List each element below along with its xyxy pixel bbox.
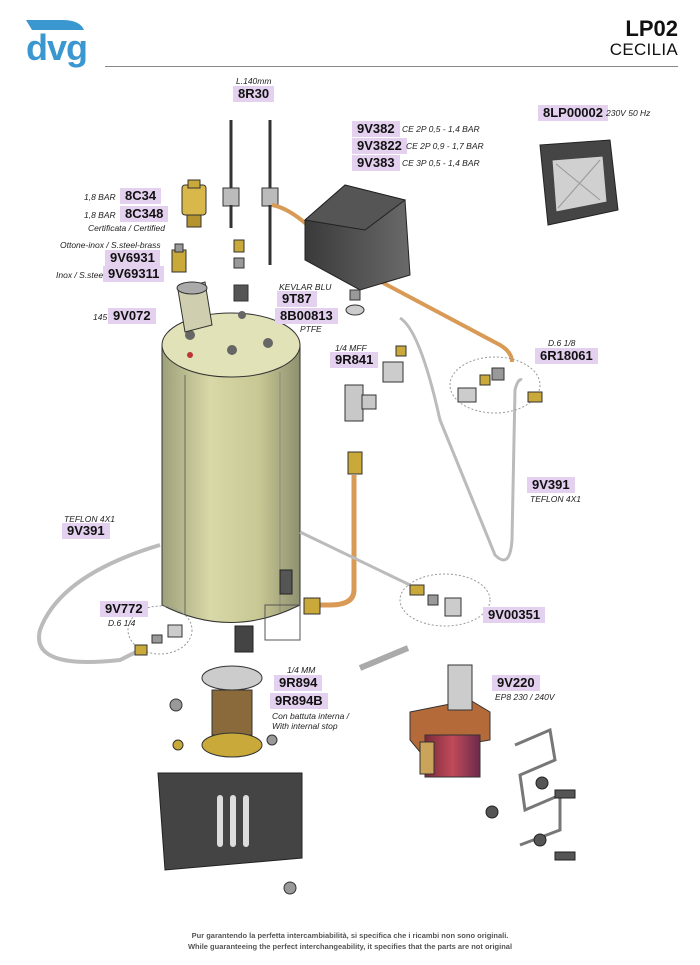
part-note: KEVLAR BLU (279, 282, 332, 292)
part-note: L.140mm (236, 76, 272, 86)
part-code-9v383[interactable]: 9V383 (352, 155, 400, 171)
part-code-9v391-right[interactable]: 9V391 (527, 477, 575, 493)
part-code-6r18061[interactable]: 6R18061 (535, 348, 598, 364)
pump-drawing (409, 664, 491, 778)
part-code-9v00351[interactable]: 9V00351 (483, 607, 546, 623)
part-code-8c348[interactable]: 8C348 (120, 206, 169, 222)
fittings-6r18061-drawing (457, 367, 543, 403)
part-code-8r30[interactable]: 8R30 (233, 86, 275, 102)
part-note: 1/4 MFF (335, 343, 367, 353)
part-note: Con battuta interna / (272, 711, 350, 721)
fitting-9r841-drawing (344, 345, 407, 475)
part-note: Inox / S.steel (56, 270, 106, 280)
part-note: PTFE (300, 324, 322, 334)
part-note: Certificata / Certified (88, 223, 165, 233)
part-code-9v072[interactable]: 9V072 (108, 308, 156, 324)
dvg-logo-icon (26, 20, 84, 30)
part-code-9v382[interactable]: 9V382 (352, 121, 400, 137)
part-note: 1,8 BAR (84, 210, 116, 220)
part-note: 145° (93, 312, 111, 322)
part-code-9v772[interactable]: 9V772 (100, 601, 148, 617)
part-code-9v220[interactable]: 9V220 (492, 675, 540, 691)
pressure-switch-drawing (303, 184, 411, 316)
brand-logo-text: dvg (26, 27, 88, 68)
part-code-9v3822[interactable]: 9V3822 (352, 138, 407, 154)
teflon-tube-left-drawing (37, 543, 161, 664)
fitting-9r894-drawing (234, 625, 254, 653)
part-note: 1,8 BAR (84, 192, 116, 202)
elbow-145-drawing (176, 281, 213, 333)
model-code: LP02 (625, 16, 678, 41)
part-note: 1/4 MM (287, 665, 316, 675)
teflon-tube-right-drawing (399, 316, 523, 562)
part-code-9v6931[interactable]: 9V6931 (105, 250, 160, 266)
part-note: With internal stop (272, 721, 338, 731)
safety-valve-drawing (181, 179, 207, 228)
level-probes-drawing (222, 120, 279, 302)
disclaimer-it: Pur garantendo la perfetta intercambiabi… (191, 931, 509, 940)
model-header: LP02 CECILIA (610, 18, 678, 60)
fittings-9v00351-drawing (409, 584, 462, 617)
part-code-9r894[interactable]: 9R894 (274, 675, 323, 691)
copper-pipe-lower-drawing (318, 475, 357, 608)
part-code-8c34[interactable]: 8C34 (120, 188, 162, 204)
part-code-8b00813[interactable]: 8B00813 (275, 308, 338, 324)
part-note: CE 2P 0,5 - 1,4 BAR (402, 124, 480, 134)
part-note: D.6 1/4 (108, 618, 136, 628)
part-note: Ottone-inox / S.steel-brass (60, 240, 161, 250)
part-note: EP8 230 / 240V (495, 692, 555, 702)
part-code-9r894b[interactable]: 9R894B (270, 693, 328, 709)
part-note: D.6 1/8 (548, 338, 576, 348)
part-note: CE 2P 0,9 - 1,7 BAR (406, 141, 484, 151)
part-note: CE 3P 0,5 - 1,4 BAR (402, 158, 480, 168)
screws-drawing (485, 776, 576, 861)
part-code-9v391-left[interactable]: 9V391 (62, 523, 110, 539)
relay-box-drawing (539, 139, 619, 226)
model-name: CECILIA (609, 40, 678, 59)
part-code-8lp00002[interactable]: 8LP00002 (538, 105, 608, 121)
part-note: 230V 50 Hz (606, 108, 651, 118)
heating-element-drawing (169, 665, 278, 758)
nipple-drawing (171, 243, 187, 273)
boiler-drawing (161, 311, 301, 623)
part-code-9v69311[interactable]: 9V69311 (103, 266, 165, 282)
part-note: TEFLON 4X1 (64, 514, 116, 524)
base-plate-drawing (157, 772, 303, 895)
part-code-9r841[interactable]: 9R841 (330, 352, 379, 368)
part-code-9t87[interactable]: 9T87 (277, 291, 317, 307)
header-divider (105, 66, 678, 67)
disclaimer-en: While guaranteeing the perfect interchan… (187, 942, 513, 951)
fittings-9v772-drawing (134, 624, 183, 656)
pump-spring-drawing (514, 727, 562, 847)
part-note: TEFLON 4X1 (530, 494, 582, 504)
